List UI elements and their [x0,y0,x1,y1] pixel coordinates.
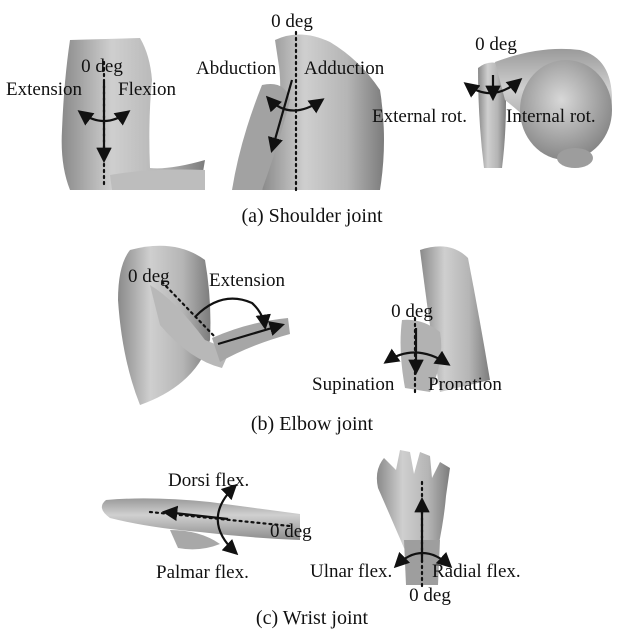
elbow-extension-view: 0 deg Extension [118,246,290,405]
shoulder-flexion-view: 0 deg Extension Flexion [6,38,205,190]
zero-deg-label: 0 deg [475,34,517,55]
wrist-ulnar-view: Ulnar flex. Radial flex. 0 deg [310,450,521,606]
zero-deg-label: 0 deg [409,585,451,606]
head-nose-top [557,148,593,168]
internal-rot-label: Internal rot. [506,106,596,127]
wrist-caption: (c) Wrist joint [256,607,369,629]
abduction-label: Abduction [196,58,277,79]
dorsi-flex-label: Dorsi flex. [168,470,249,491]
shoulder-panel: 0 deg Extension Flexion 0 deg Abduction … [6,11,612,227]
palmar-flex-label: Palmar flex. [156,562,249,583]
supination-label: Supination [312,374,395,395]
elbow-caption: (b) Elbow joint [251,413,374,435]
forearm-model-side [212,318,290,362]
shoulder-abduction-view: 0 deg Abduction Adduction [196,11,385,190]
wrist-dorsi-view: Dorsi flex. 0 deg Palmar flex. [102,470,312,583]
extension-label: Extension [6,79,82,100]
shoulder-caption: (a) Shoulder joint [241,205,383,227]
radial-flex-label: Radial flex. [432,561,521,582]
pronation-label: Pronation [428,374,502,395]
elbow-pronation-view: 0 deg Supination Pronation [312,246,502,395]
extension-label: Extension [209,270,285,291]
zero-deg-label: 0 deg [391,301,433,322]
elbow-panel: 0 deg Extension 0 deg Supination Pronati… [118,246,502,435]
zero-deg-label: 0 deg [270,521,312,542]
adduction-label: Adduction [304,58,385,79]
wrist-panel: Dorsi flex. 0 deg Palmar flex. Ulnar fle… [102,450,521,629]
zero-deg-label: 0 deg [81,56,123,77]
shoulder-rotation-view: 0 deg External rot. Internal rot. [372,34,612,168]
zero-deg-label: 0 deg [128,266,170,287]
zero-deg-label: 0 deg [271,11,313,32]
external-rot-label: External rot. [372,106,467,127]
ulnar-flex-label: Ulnar flex. [310,561,392,582]
flexion-label: Flexion [118,79,177,100]
